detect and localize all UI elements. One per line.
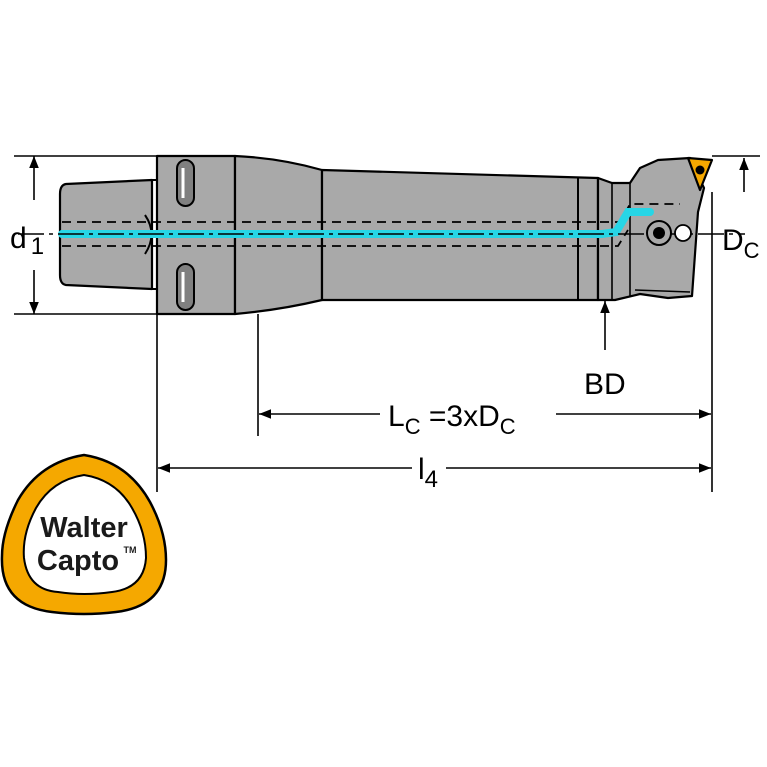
svg-text:DC: DC	[722, 224, 760, 263]
bd-label: BD	[584, 368, 626, 401]
upper-slot	[176, 159, 195, 207]
svg-text:l4: l4	[418, 453, 438, 493]
logo-line-walter: Walter	[40, 512, 128, 544]
clamp-screw-socket	[653, 227, 665, 239]
walter-capto-logo: Walter Capto TM	[0, 453, 168, 616]
d1-subscript: 1	[31, 233, 44, 260]
logo-line-capto: Capto	[37, 545, 119, 577]
lc-label: L	[388, 400, 405, 433]
d1-label: d	[10, 222, 27, 255]
dc-subscript: C	[744, 238, 760, 263]
dimension-dc: DC	[722, 158, 760, 263]
insert-clamp	[646, 220, 692, 246]
lower-slot	[176, 263, 195, 311]
svg-text:LC =3xDC: LC =3xDC	[388, 400, 516, 439]
flange-slots	[176, 159, 195, 311]
lc-subscript: C	[405, 414, 421, 439]
cutting-insert	[686, 156, 714, 192]
lc-equation-subscript: C	[500, 414, 516, 439]
logo-inner	[22, 473, 148, 595]
dc-label: D	[722, 224, 744, 257]
svg-text:d1: d1	[10, 222, 44, 260]
logo-trademark: TM	[124, 545, 137, 555]
l4-label: l	[418, 453, 425, 486]
coolant-outlet	[674, 224, 692, 242]
l4-subscript: 4	[425, 466, 438, 493]
dimension-bd: BD	[584, 301, 626, 401]
lc-equation: =3xD	[421, 400, 500, 433]
dimension-lc: LC =3xDC	[259, 400, 711, 439]
dimension-l4: l4	[158, 453, 711, 493]
